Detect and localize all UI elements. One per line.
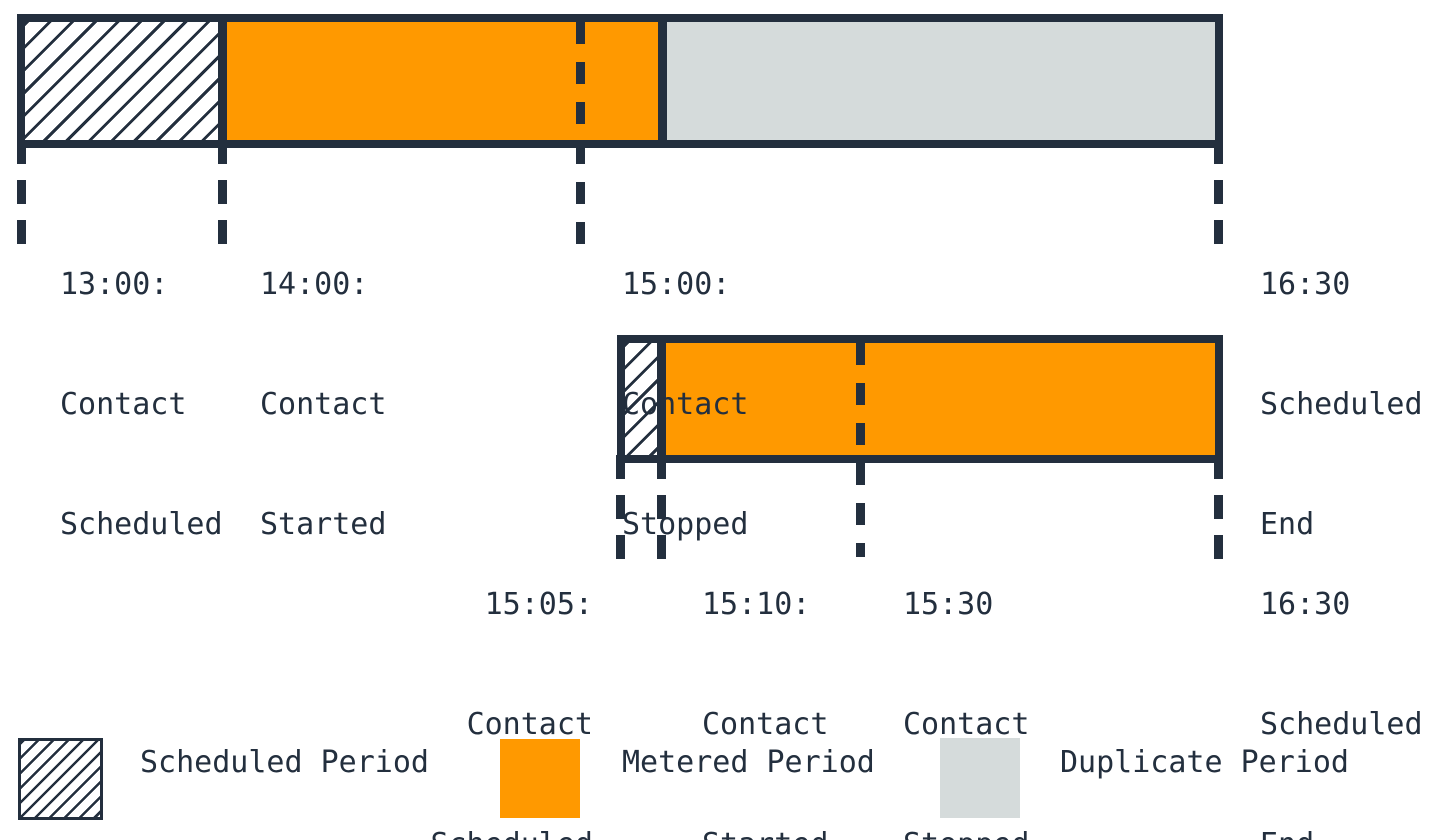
contact1-timeline-bar <box>17 14 1223 148</box>
metered-period-swatch-icon <box>500 739 580 818</box>
contact2-tick-15-05 <box>616 455 625 559</box>
contact2-timeline-bar <box>617 335 1223 463</box>
event-time: 16:30 <box>1260 267 1351 302</box>
event-text: Scheduled <box>1260 707 1423 742</box>
event-time: 14:00: <box>260 267 369 302</box>
event-text: Stopped <box>622 507 749 542</box>
event-text: Scheduled <box>1260 387 1423 422</box>
event-text: Contact <box>466 707 593 742</box>
contact1-label-started: 14:00: Contact Started <box>260 185 386 625</box>
event-text: Scheduled <box>60 507 223 542</box>
event-text: End <box>1260 507 1315 542</box>
event-text: Stopped <box>903 825 1029 840</box>
event-text: End <box>1260 825 1423 840</box>
event-text: Started <box>260 507 387 542</box>
event-text: Contact <box>903 707 1030 742</box>
contact1-started-divider <box>218 22 227 140</box>
event-text: Contact <box>260 387 387 422</box>
event-time: 15:10: <box>702 587 811 622</box>
contact2-label-scheduled-end: 16:30 Scheduled End <box>1260 505 1423 840</box>
contact1-label-scheduled: 13:00: Contact Scheduled <box>60 185 223 625</box>
contact2-stopped-dashed-marker <box>856 343 865 557</box>
contact1-label-stopped: 15:00: Contact Stopped <box>622 185 748 625</box>
legend-label-scheduled-period: Scheduled Period <box>140 745 429 780</box>
contact1-stopped-dashed-marker <box>576 22 585 244</box>
scheduled-period-swatch-icon <box>18 738 103 820</box>
contact2-label-stopped: 15:30 Contact Stopped <box>903 505 1029 840</box>
event-text: Scheduled <box>393 825 593 840</box>
contact2-scheduled-period-segment <box>625 343 657 455</box>
event-text: Contact <box>622 387 749 422</box>
contact1-tick-14-00 <box>218 140 227 244</box>
contact1-tick-13-00 <box>17 140 26 244</box>
legend-label-duplicate-period: Duplicate Period <box>1060 745 1349 780</box>
contact1-duplicate-divider <box>658 22 667 140</box>
event-time: 15:30 <box>903 587 994 622</box>
contact1-scheduled-period-segment <box>25 22 218 140</box>
contact2-tick-16-30 <box>1214 455 1223 559</box>
contact2-tick-15-10 <box>657 455 666 559</box>
legend-label-metered-period: Metered Period <box>622 745 875 780</box>
contact2-metered-period-segment <box>666 343 1215 455</box>
contact2-started-divider <box>657 343 666 455</box>
event-text: Contact <box>702 707 829 742</box>
event-time: 15:05: <box>484 587 593 622</box>
contact2-label-scheduled: 15:05: Contact Scheduled <box>393 505 593 840</box>
contact1-duplicate-period-segment <box>667 22 1215 140</box>
event-text: Started <box>702 825 828 840</box>
contact1-label-scheduled-end: 16:30 Scheduled End <box>1260 185 1423 625</box>
contact1-metered-period-segment <box>227 22 658 140</box>
contact2-label-started: 15:10: Contact Started <box>702 505 828 840</box>
contact1-tick-16-30 <box>1214 140 1223 244</box>
event-text: Contact <box>60 387 187 422</box>
event-time: 16:30 <box>1260 587 1351 622</box>
event-time: 15:00: <box>622 267 731 302</box>
duplicate-period-swatch-icon <box>940 738 1020 818</box>
event-time: 13:00: <box>60 267 169 302</box>
